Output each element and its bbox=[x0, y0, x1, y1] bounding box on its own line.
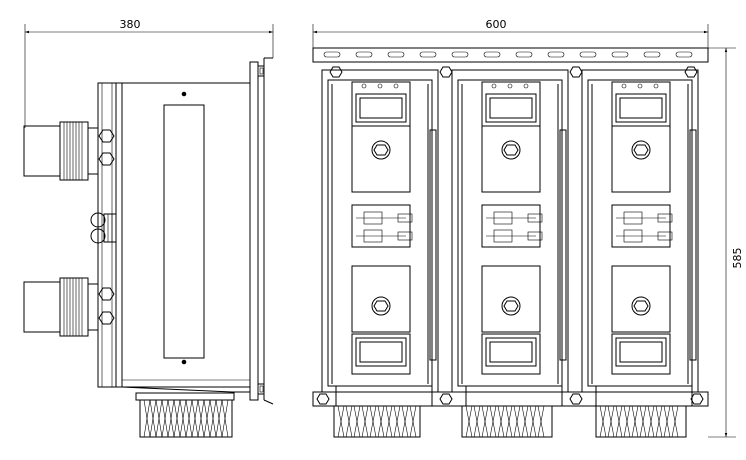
side-width-dimension: 380 bbox=[24, 18, 274, 128]
height-label: 585 bbox=[731, 248, 744, 269]
side-width-label: 380 bbox=[120, 18, 141, 31]
flange-nuts bbox=[98, 129, 115, 325]
module-3 bbox=[581, 69, 699, 393]
module-1 bbox=[321, 69, 439, 393]
middle-clamp bbox=[90, 212, 117, 244]
mounting-rail bbox=[249, 57, 274, 405]
cable-gland-lower bbox=[23, 277, 99, 337]
front-width-label: 600 bbox=[486, 18, 507, 31]
height-dimension: 585 bbox=[708, 47, 744, 438]
bottom-glands bbox=[333, 385, 693, 438]
enclosure-body bbox=[97, 82, 251, 393]
front-width-dimension: 600 bbox=[312, 18, 709, 48]
front-view: 600 585 bbox=[312, 18, 744, 438]
module-2 bbox=[451, 69, 569, 393]
cable-gland-upper bbox=[23, 121, 99, 181]
viewing-window bbox=[163, 104, 205, 359]
bottom-cable-entry bbox=[135, 392, 235, 438]
top-rail bbox=[312, 47, 709, 78]
bottom-rail bbox=[312, 391, 709, 407]
side-view: 380 bbox=[23, 18, 274, 438]
